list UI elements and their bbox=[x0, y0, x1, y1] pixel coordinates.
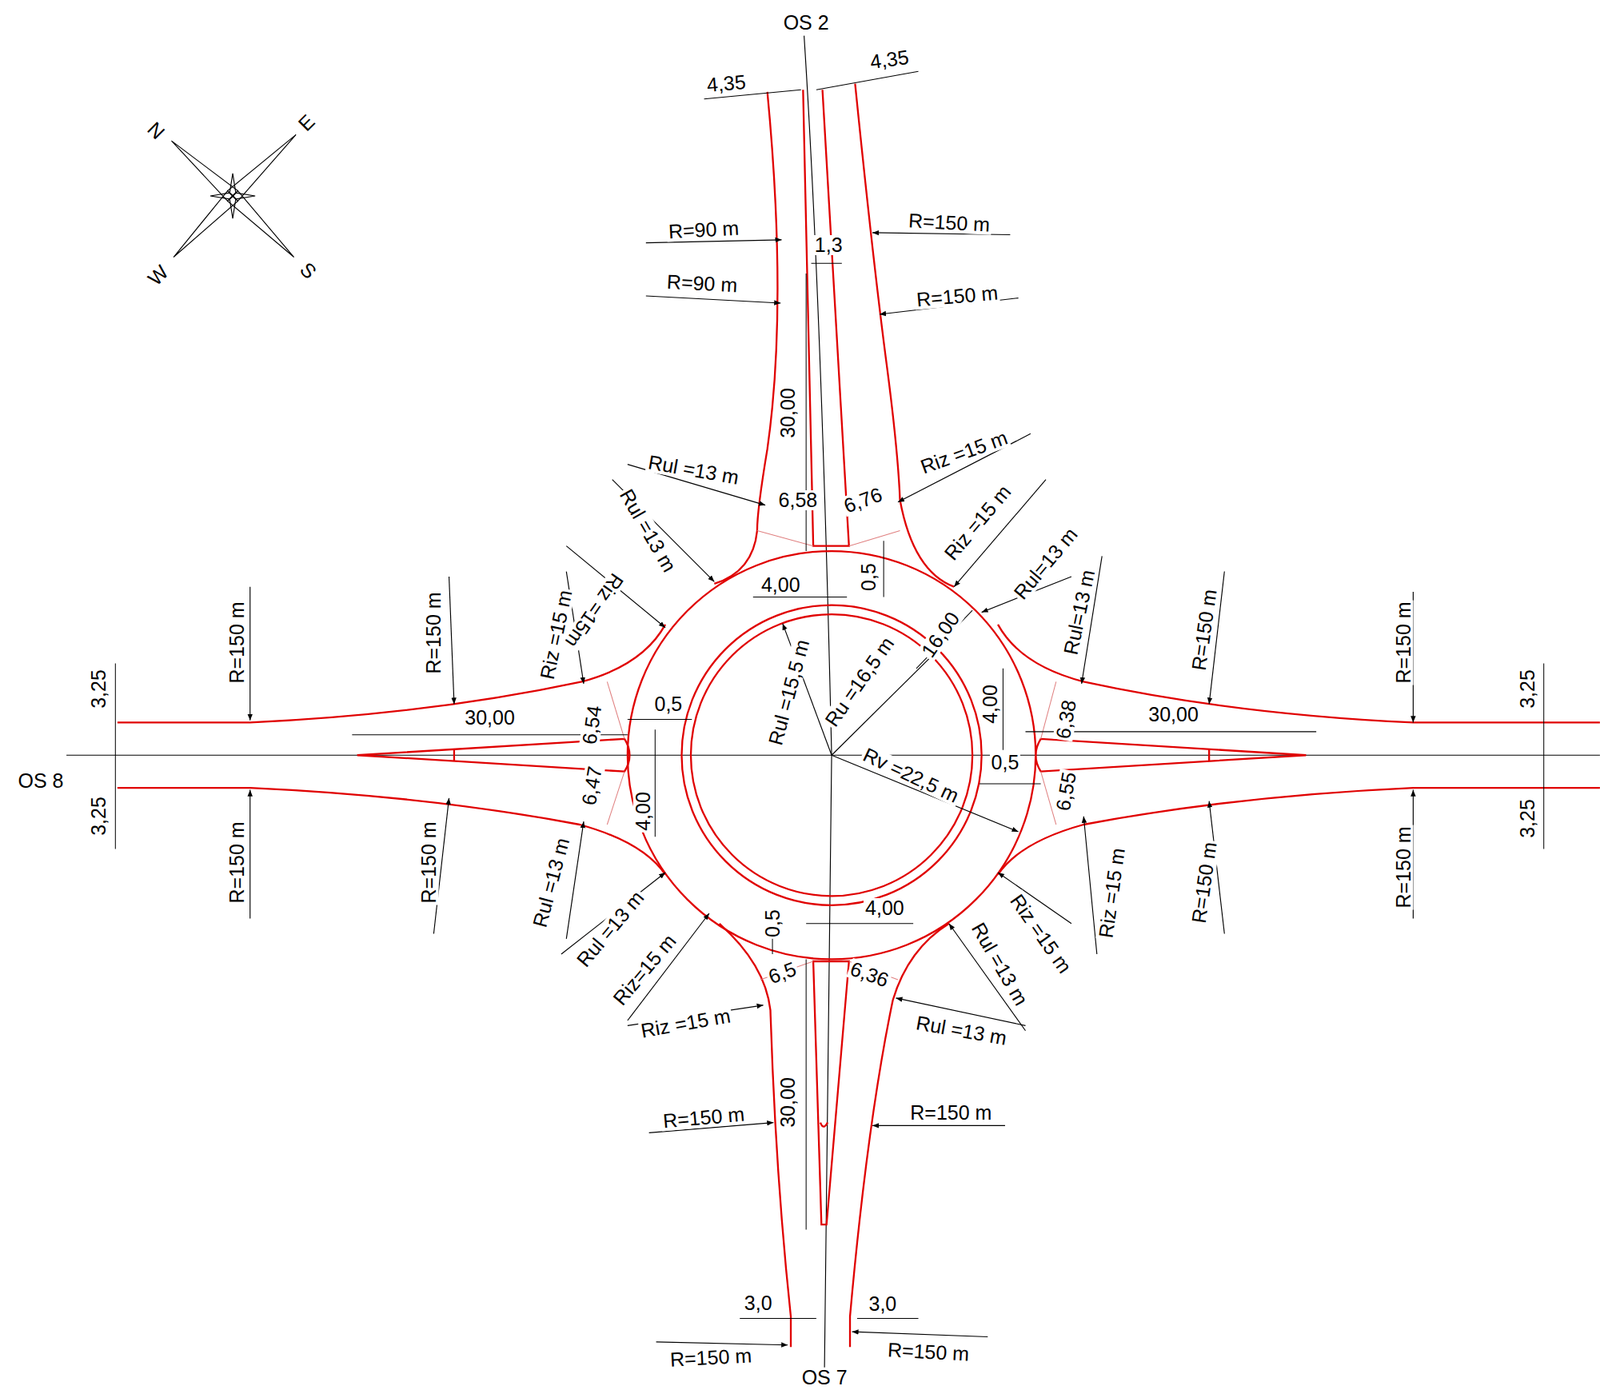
dimension-label: 6,55 bbox=[1053, 768, 1081, 814]
dimension-label: Riz=15 m bbox=[608, 929, 681, 1010]
dimension-label: R=150 m bbox=[1188, 586, 1221, 674]
dimension-label: Riz =15 m bbox=[1095, 845, 1129, 942]
dimension-label: R=150 m bbox=[668, 1344, 755, 1370]
dimension-label: R=150 m bbox=[661, 1103, 748, 1131]
dimension-label: Riz =15 m bbox=[917, 426, 1013, 479]
dimension-label: Ru =16,5 m bbox=[820, 631, 898, 731]
dimension-label: Rul =13 m bbox=[967, 917, 1033, 1010]
radius-leaders bbox=[250, 232, 1414, 1345]
dimension-label: 4,35 bbox=[704, 71, 749, 96]
dimension-label: 4,00 bbox=[759, 574, 802, 595]
dimension-label: 3,25 bbox=[88, 667, 109, 711]
dimension-label: R=150 m bbox=[1188, 839, 1221, 927]
dimension-label: 3,25 bbox=[1517, 797, 1538, 840]
dimension-label: 6,38 bbox=[1053, 697, 1081, 743]
dimension-label: 0,5 bbox=[989, 752, 1022, 773]
dimension-label: OS 8 bbox=[16, 770, 66, 791]
dimension-label: E bbox=[293, 109, 320, 136]
dimension-label: Rul=13 m bbox=[1060, 566, 1099, 658]
dimension-label: Rv =22,5 m bbox=[858, 744, 964, 808]
dimension-label: 6,58 bbox=[777, 490, 820, 511]
dimension-label: 6,54 bbox=[578, 702, 605, 747]
dimension-label: R=150 m bbox=[423, 590, 444, 675]
dimension-label: 0,5 bbox=[652, 694, 684, 715]
dimension-label: Rul=13 m bbox=[1009, 522, 1083, 605]
dimension-label: 1,3 bbox=[813, 235, 845, 256]
dimension-label: Rul =13 m bbox=[615, 484, 681, 577]
dimension-label: R=150 m bbox=[418, 819, 439, 905]
dimension-lines bbox=[115, 71, 1544, 1318]
dimension-label: R=150 m bbox=[227, 600, 248, 686]
dimension-label: R=150 m bbox=[885, 1340, 972, 1365]
dimension-label: W bbox=[143, 260, 173, 291]
dimension-label: R=150 m bbox=[905, 210, 992, 236]
dimension-label: 30,00 bbox=[462, 707, 517, 728]
dimension-label: R=150 m bbox=[908, 1102, 994, 1123]
dimension-label: 3,0 bbox=[742, 1292, 775, 1313]
dimension-label: R=90 m bbox=[666, 217, 742, 242]
dimension-label: OS 2 bbox=[782, 12, 831, 33]
dimension-label: 6,36 bbox=[845, 957, 893, 992]
road-edges bbox=[117, 83, 1600, 1348]
dimension-label: 0,5 bbox=[762, 908, 783, 940]
dimension-label: OS 7 bbox=[800, 1367, 850, 1388]
dimension-label: Rul =13 m bbox=[645, 450, 743, 487]
dimension-label: Riz =15 m bbox=[1005, 889, 1077, 978]
dimension-label: 3,0 bbox=[866, 1293, 898, 1314]
dimension-label: 30,00 bbox=[778, 387, 799, 441]
dimension-label: 3,25 bbox=[1517, 667, 1538, 711]
dimension-label: S bbox=[295, 257, 321, 284]
dimension-label: 4,00 bbox=[979, 682, 1000, 726]
dimension-label: 30,00 bbox=[778, 1075, 799, 1130]
dimension-label: 4,00 bbox=[863, 897, 906, 918]
dimension-label: 6,5 bbox=[764, 957, 801, 988]
dimension-label: R=150 m bbox=[227, 819, 248, 905]
dimension-label: 30,00 bbox=[1146, 704, 1201, 725]
dimension-label: R=90 m bbox=[664, 271, 739, 296]
compass-rose bbox=[171, 134, 296, 257]
dimension-label: 6,47 bbox=[578, 763, 606, 809]
dimension-label: Rul =13 m bbox=[529, 833, 574, 931]
dimension-label: Rul =13 m bbox=[913, 1012, 1010, 1049]
dimension-label: 3,25 bbox=[88, 795, 109, 838]
dimension-label: R=150 m bbox=[913, 282, 1001, 310]
dimension-label: 16,00 bbox=[917, 606, 965, 663]
dimension-label: N bbox=[143, 117, 170, 144]
dimension-label: 0,5 bbox=[857, 561, 878, 593]
dimension-label: 4,00 bbox=[632, 790, 653, 833]
dimension-label: Riz =15 m bbox=[939, 479, 1016, 565]
thin-red-ties bbox=[606, 530, 1056, 980]
dimension-label: Rul =13 m bbox=[571, 885, 648, 972]
dimension-label: 4,35 bbox=[867, 46, 913, 72]
dimension-label: R=150 m bbox=[1392, 600, 1413, 686]
dimension-label: R=150 m bbox=[1392, 825, 1413, 910]
dimension-label: Rul =15,5 m bbox=[764, 635, 813, 749]
dimension-label: Riz =15 m bbox=[638, 1005, 735, 1042]
axes bbox=[66, 35, 1600, 1368]
dimension-label: 6,76 bbox=[840, 483, 887, 518]
